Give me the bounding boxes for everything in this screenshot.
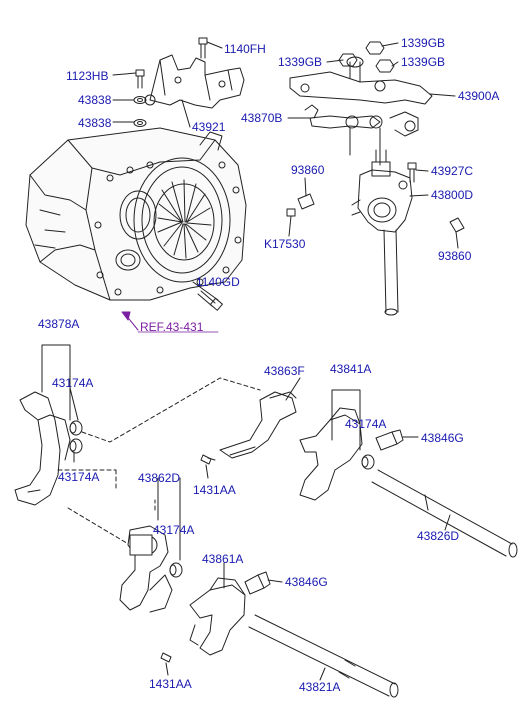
part-label: 43174A xyxy=(58,470,100,484)
part-label: 43846G xyxy=(421,431,464,445)
part-label: 43861A xyxy=(202,552,244,566)
part-label: 43826D xyxy=(417,529,460,543)
bolt-drawing xyxy=(197,290,223,311)
part-label: 43838 xyxy=(78,93,112,107)
part-label: 43838 xyxy=(78,116,112,130)
bolt-drawing xyxy=(135,69,145,89)
part-label: 43800D xyxy=(431,188,474,202)
part-label: K17530 xyxy=(264,237,306,251)
part-label: 43870B xyxy=(241,111,283,125)
part-label: 43863F xyxy=(264,364,305,378)
shift-fork-drawing xyxy=(119,525,173,613)
part-label: 1339GB xyxy=(278,55,323,69)
part-label: 43821A xyxy=(299,680,341,694)
part-label: 1431AA xyxy=(149,677,192,691)
part-label: 1140GD xyxy=(196,275,240,289)
shift-fork-drawing xyxy=(219,391,297,459)
part-label: 1339GB xyxy=(401,36,446,50)
bracket-drawing xyxy=(144,54,245,109)
part-label: 43841A xyxy=(330,362,372,376)
part-label: 43900A xyxy=(458,89,500,103)
transmission-case-drawing xyxy=(25,127,247,301)
part-label: 43174A xyxy=(52,376,94,390)
part-label: 43174A xyxy=(345,417,387,431)
part-label: 43921 xyxy=(192,120,226,134)
part-label: 1431AA xyxy=(193,483,236,497)
shift-fork-drawing xyxy=(14,391,71,506)
part-label: 43174A xyxy=(153,523,195,537)
bushing-drawing xyxy=(69,420,83,454)
shift-control-drawing xyxy=(286,41,465,316)
part-label: 1339GB xyxy=(401,55,446,69)
shift-fork-drawing xyxy=(299,407,363,501)
bolt-drawing xyxy=(198,37,208,59)
part-label: 93860 xyxy=(438,249,472,263)
part-label: 1140FH xyxy=(224,42,266,56)
part-label: 43846G xyxy=(285,575,328,589)
part-label: 43878A xyxy=(38,317,80,331)
part-label: 1123HB xyxy=(66,69,109,83)
shift-fork-drawing xyxy=(189,577,246,656)
part-label: 43862D xyxy=(138,471,181,485)
part-label: 43927C xyxy=(431,164,474,178)
part-label: 93860 xyxy=(291,163,325,177)
reference-label: REF.43-431 xyxy=(140,320,204,334)
